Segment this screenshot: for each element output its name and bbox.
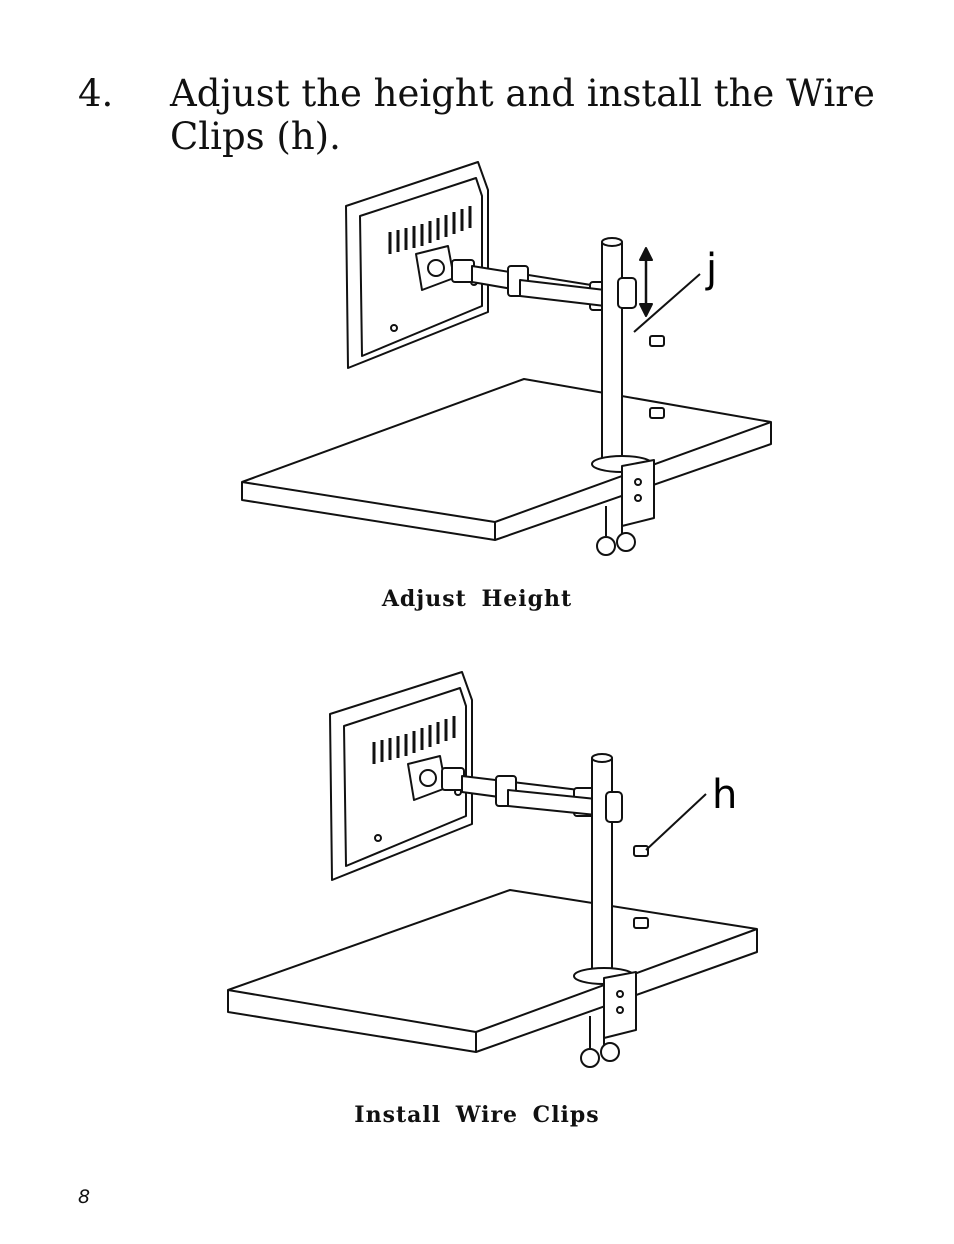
page-number: 8: [78, 1186, 91, 1208]
callout-label-j: j: [705, 246, 717, 292]
caption-adjust-height: Adjust Height: [381, 586, 573, 612]
step-instruction: Adjust the height and install the Wire C…: [170, 72, 875, 158]
monitor-mount-illustration: j: [241, 161, 772, 556]
figure-adjust-height: j: [230, 150, 790, 570]
caption-install-wire-clips: Install Wire Clips: [354, 1102, 600, 1128]
figure-install-wire-clips: h: [218, 664, 778, 1084]
monitor-mount-illustration: h: [227, 671, 758, 1068]
step-number: 4.: [78, 72, 114, 115]
callout-label-h: h: [712, 772, 737, 818]
